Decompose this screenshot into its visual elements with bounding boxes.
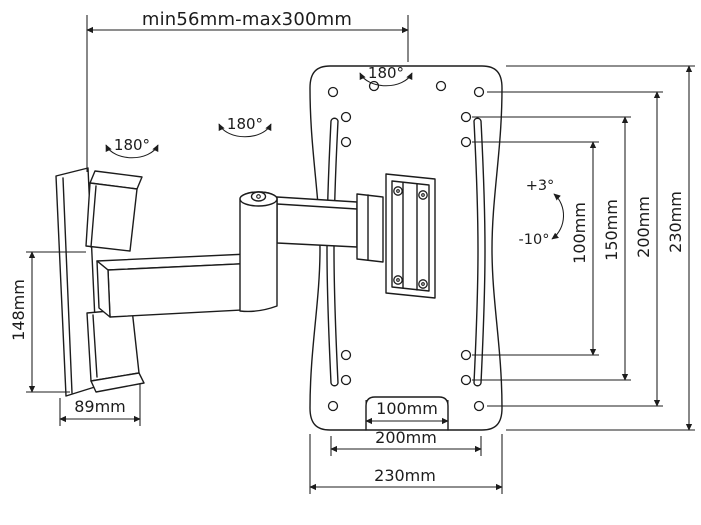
rotation-arrow-icon <box>105 144 159 159</box>
mounting-hole <box>340 111 352 123</box>
dimension-width-100: 100mm <box>365 399 449 428</box>
mounting-hole <box>340 136 352 148</box>
pivot-screw <box>250 191 267 202</box>
tilt-bracket-assembly <box>276 173 436 299</box>
lower-arm-cap <box>96 260 111 318</box>
bracket-height-label: 148mm <box>9 279 28 341</box>
pivot-cylinder <box>239 191 278 313</box>
mounting-hole <box>340 349 352 361</box>
bracket-screw-center <box>421 282 425 286</box>
width-200-label: 200mm <box>375 428 437 447</box>
bracket-screw-center <box>421 193 425 197</box>
height-100-label: 100mm <box>570 202 589 264</box>
dimension-height-200: 200mm <box>487 91 663 407</box>
mounting-hole <box>460 111 472 123</box>
tilt-up-label: +3° <box>526 178 555 194</box>
mounting-holes <box>327 80 485 412</box>
top-clamp-edge <box>90 185 97 248</box>
rotation-arm-label: 180° <box>227 115 263 133</box>
bracket-screw <box>418 279 428 289</box>
right-curved-slot <box>473 117 486 387</box>
bracket-screw-center <box>396 278 400 282</box>
bottom-clamp-bottom-face <box>90 372 145 393</box>
mounting-hole <box>460 374 472 386</box>
rotation-arrow-icon <box>218 123 272 138</box>
rotation-arrow-icon <box>359 72 413 87</box>
arm-connector <box>356 193 384 263</box>
mounting-hole <box>473 400 485 412</box>
dimension-width-230: 230mm <box>309 434 503 494</box>
mounting-hole <box>473 86 485 98</box>
lower-arm-front-face <box>107 262 262 318</box>
rotation-annotation-arm: 180° <box>218 115 272 138</box>
height-230-label: 230mm <box>666 191 685 253</box>
pivot-screw-center <box>256 194 261 199</box>
mounting-hole <box>368 80 380 92</box>
bracket-screw <box>418 190 428 200</box>
bracket-screw <box>393 275 403 285</box>
bracket-depth-label: 89mm <box>74 397 126 416</box>
upper-arm-edge <box>276 203 358 210</box>
bracket-screw-center <box>396 189 400 193</box>
dimension-width-200: 200mm <box>330 428 482 456</box>
tilt-down-label: -10° <box>519 232 550 248</box>
rotation-plate-label: 180° <box>368 64 404 82</box>
dimension-bracket-height: 148mm <box>9 251 86 393</box>
mounting-hole <box>340 374 352 386</box>
top-clamp-front-face <box>85 182 138 252</box>
bracket-screw <box>393 186 403 196</box>
dimension-height-100: 100mm <box>472 141 599 356</box>
bottom-clamp-edge <box>92 314 98 378</box>
tilt-bracket-plate <box>385 173 436 299</box>
tilt-arrow-icon <box>551 193 565 240</box>
rotation-wall-label: 180° <box>114 136 150 154</box>
wall-plate-edge <box>62 177 73 394</box>
wall-bracket <box>55 167 278 397</box>
mounting-hole <box>460 136 472 148</box>
rotation-annotation-wall: 180° <box>105 136 159 159</box>
width-230-label: 230mm <box>374 466 436 485</box>
mounting-hole <box>327 86 339 98</box>
dimension-bracket-depth: 89mm <box>59 384 141 426</box>
dimension-height-230: 230mm <box>506 65 695 431</box>
mounting-hole <box>435 80 447 92</box>
mounting-hole <box>327 400 339 412</box>
tilt-annotation: +3° -10° <box>519 178 565 248</box>
dimension-extension-range: min56mm-max300mm <box>86 9 409 172</box>
mounting-hole <box>460 349 472 361</box>
rotation-annotation-plate: 180° <box>359 64 413 87</box>
height-200-label: 200mm <box>634 196 653 258</box>
extension-range-label: min56mm-max300mm <box>142 9 352 30</box>
dimension-height-150: 150mm <box>472 116 631 381</box>
height-150-label: 150mm <box>602 199 621 261</box>
width-100-label: 100mm <box>376 399 438 418</box>
